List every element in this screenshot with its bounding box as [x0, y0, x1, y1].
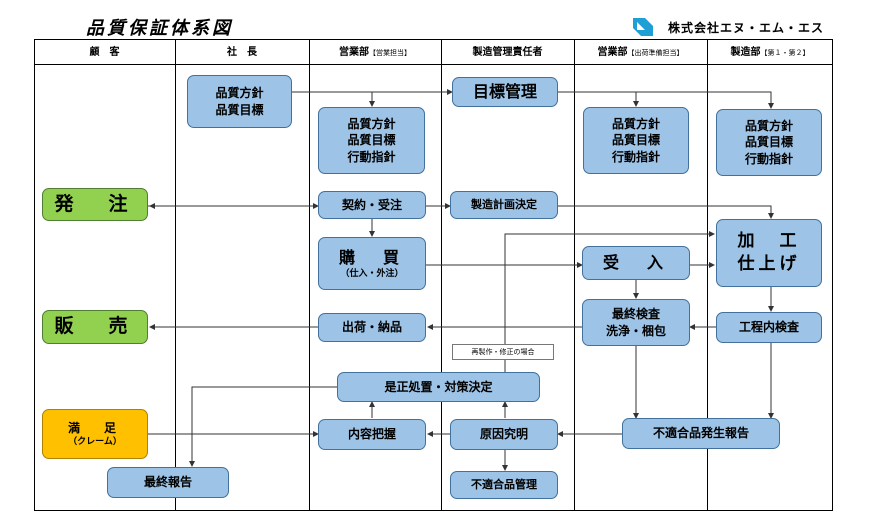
column-header-customer: 顧 客: [89, 47, 120, 58]
inprocess-inspection-box: 工程内検査: [716, 312, 822, 343]
column-header-shipping: 営業部【出荷準備担当】: [597, 47, 684, 58]
complaint-title: 満 足: [67, 420, 122, 435]
policy-box-president: 品質方針 品質目標: [187, 75, 292, 128]
contract-box: 契約・受注: [318, 191, 426, 219]
final-inspection-box: 最終検査 洗浄・梱包: [582, 299, 690, 346]
purchase-box: 購 買 （仕入・外注）: [318, 237, 426, 290]
shipping-box: 出荷・納品: [318, 313, 426, 342]
column-divider: [441, 39, 442, 511]
nonconformity-report-box: 不適合品発生報告: [622, 418, 780, 449]
purchase-subtitle: （仕入・外注）: [340, 269, 404, 280]
root-cause-box: 原因究明: [450, 419, 558, 450]
understanding-box: 内容把握: [318, 419, 426, 450]
company-logo-icon: [631, 16, 655, 38]
policy-box-shipping: 品質方針 品質目標 行動指針: [583, 107, 689, 174]
diagram-frame: [34, 39, 833, 511]
rework-note: 再製作・修正の場合: [452, 344, 554, 360]
column-divider: [175, 39, 176, 511]
header-divider: [34, 64, 833, 65]
order-box: 発 注: [42, 188, 148, 221]
column-divider: [707, 39, 708, 511]
policy-box-sales: 品質方針 品質目標 行動指針: [318, 107, 425, 174]
corrective-action-box: 是正処置・対策決定: [337, 372, 540, 402]
column-header-manufacturing: 製造部【第１・第２】: [730, 47, 810, 58]
production-plan-box: 製造計画決定: [450, 191, 558, 219]
page-title: 品質保証体系図: [86, 18, 233, 39]
receiving-box: 受 入: [582, 246, 690, 280]
complaint-subtitle: （クレーム）: [68, 437, 122, 448]
column-header-manager: 製造管理責任者: [472, 47, 543, 58]
complaint-box: 満 足 （クレーム）: [42, 409, 148, 459]
column-divider: [574, 39, 575, 511]
sales-box: 販 売: [42, 310, 148, 344]
column-header-sales: 営業部【営業担当】: [339, 47, 411, 58]
policy-box-manufacturing: 品質方針 品質目標 行動指針: [716, 109, 822, 176]
purchase-title: 購 買: [338, 247, 405, 267]
column-header-president: 社 長: [227, 47, 257, 58]
company-name: 株式会社エヌ・エム・エス: [668, 21, 825, 35]
goal-management-box: 目標管理: [452, 77, 558, 107]
column-divider: [309, 39, 310, 511]
nonconforming-management-box: 不適合品管理: [450, 471, 558, 499]
processing-box: 加 工 仕上げ: [716, 219, 822, 287]
final-report-box: 最終報告: [107, 467, 229, 498]
